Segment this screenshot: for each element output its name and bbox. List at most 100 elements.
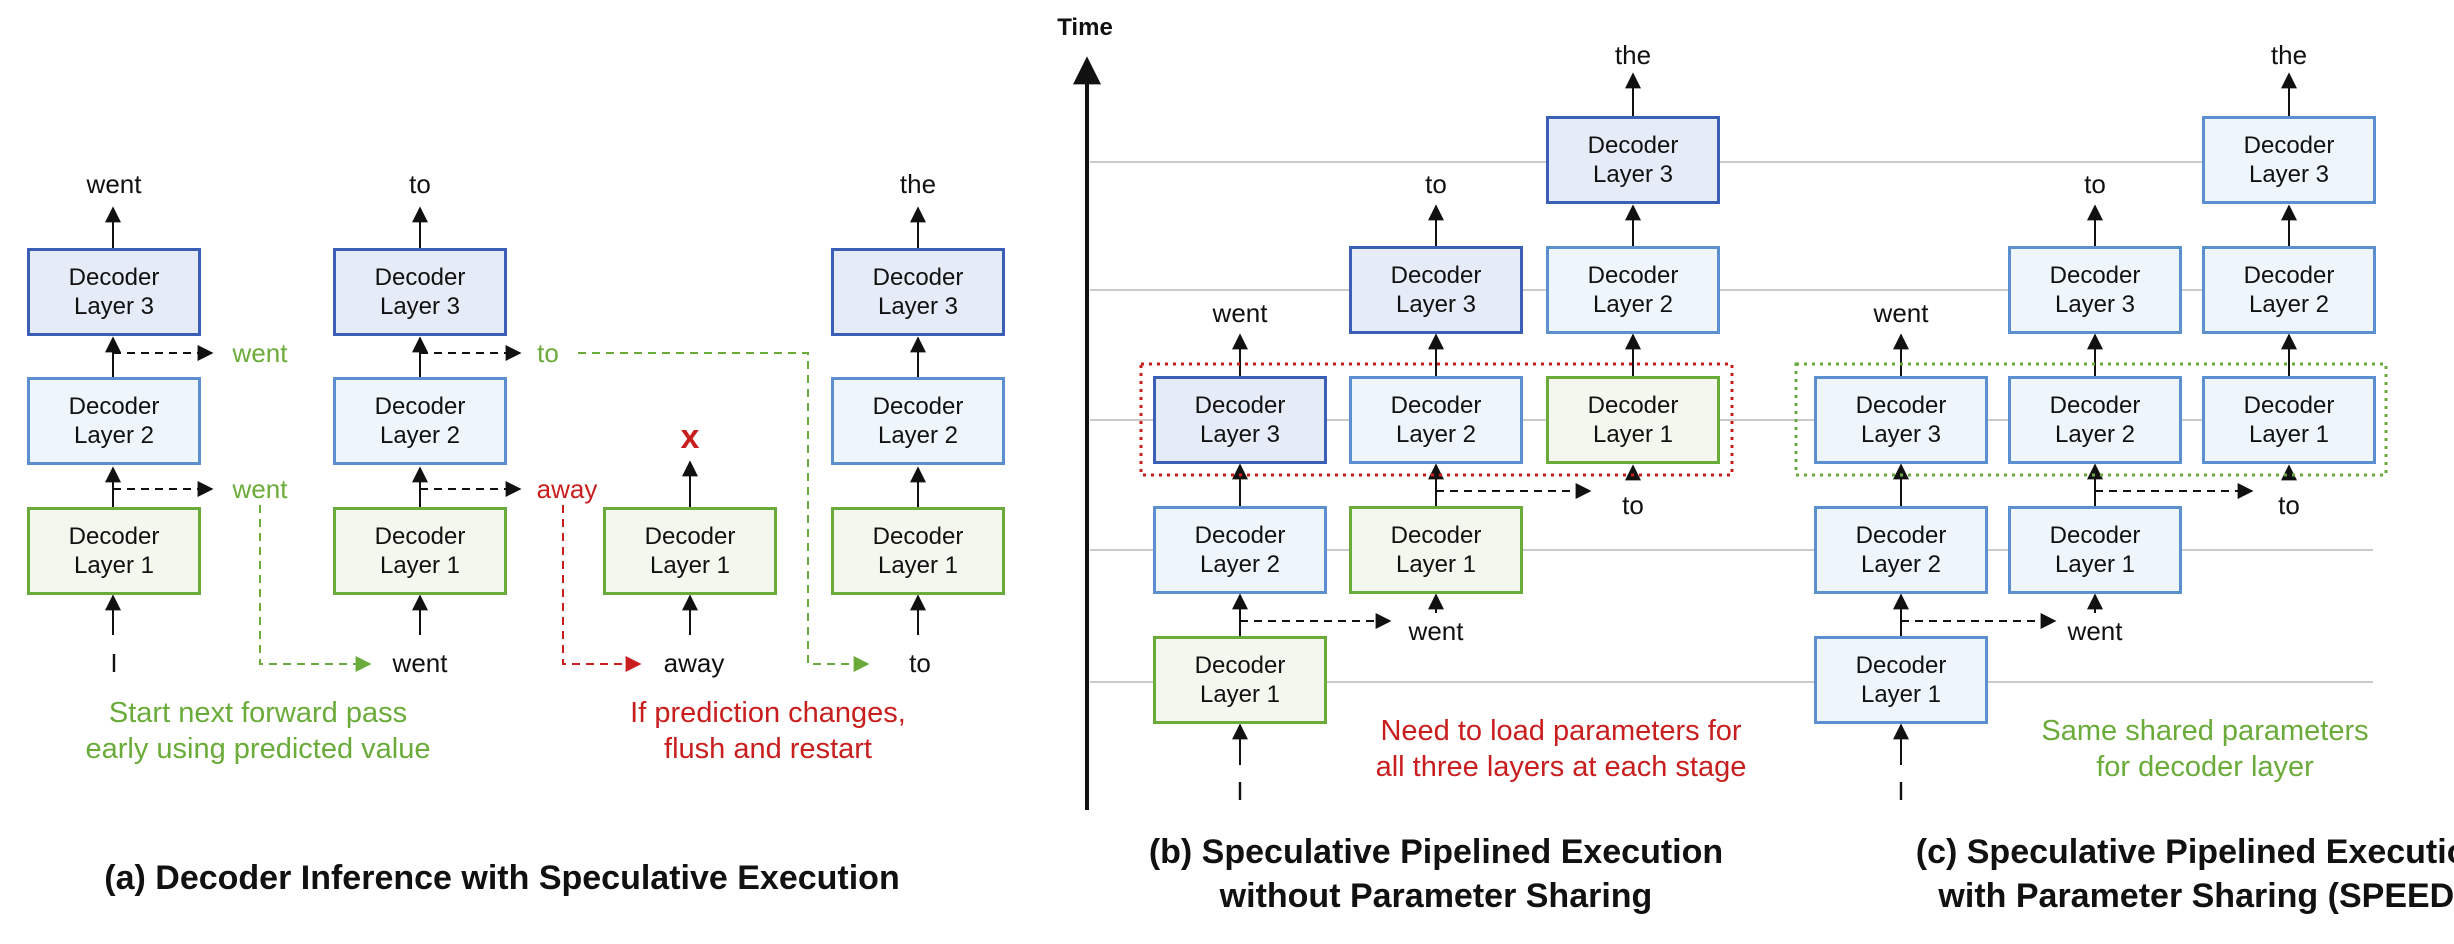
a-col3-layer1: Decoder Layer 1 bbox=[603, 507, 777, 595]
box-word: Decoder bbox=[1194, 652, 1286, 679]
time-axis-label: Time bbox=[1057, 14, 1113, 41]
b-output-the: the bbox=[1614, 40, 1652, 70]
b-stage5-layer3: Decoder Layer 3 bbox=[1546, 116, 1720, 204]
c-stage2-layer2: Decoder Layer 2 bbox=[1814, 506, 1988, 594]
c-stage1-layer1: Decoder Layer 1 bbox=[1814, 636, 1988, 724]
b-to-mid: to bbox=[1622, 490, 1644, 520]
c-went-mid: went bbox=[2067, 616, 2123, 646]
box-word: Decoder bbox=[2243, 392, 2335, 419]
box-layer: Layer 1 bbox=[73, 552, 155, 579]
box-word: Decoder bbox=[1194, 522, 1286, 549]
box-layer: Layer 2 bbox=[2054, 421, 2136, 448]
panel-a-spec-arrows bbox=[113, 345, 522, 497]
a-input-went: went bbox=[392, 648, 448, 678]
box-word: Decoder bbox=[68, 523, 160, 550]
box-layer: Layer 1 bbox=[877, 552, 959, 579]
box-word: Decoder bbox=[1855, 392, 1947, 419]
b-stage4-layer3: Decoder Layer 3 bbox=[1349, 246, 1523, 334]
c-stage3-layer2: Decoder Layer 2 bbox=[2008, 376, 2182, 464]
box-layer: Layer 1 bbox=[1860, 681, 1942, 708]
box-word: Decoder bbox=[1390, 522, 1482, 549]
a-input-i: I bbox=[110, 648, 118, 678]
box-word: Decoder bbox=[1587, 132, 1679, 159]
box-word: Decoder bbox=[1194, 392, 1286, 419]
c-note: Same shared parameters for decoder layer bbox=[2041, 715, 2369, 783]
box-layer: Layer 3 bbox=[2054, 291, 2136, 318]
box-layer: Layer 3 bbox=[73, 293, 155, 320]
box-word: Decoder bbox=[872, 393, 964, 420]
b-note: Need to load parameters for all three la… bbox=[1375, 715, 1747, 783]
a-note-red: If prediction changes, flush and restart bbox=[630, 697, 906, 765]
box-layer: Layer 2 bbox=[1860, 551, 1942, 578]
c-stage3-layer1: Decoder Layer 1 bbox=[2202, 376, 2376, 464]
a-output-to: to bbox=[409, 169, 431, 199]
b-caption: (b) Speculative Pipelined Execution with… bbox=[1148, 833, 1724, 915]
panel-b-arrows bbox=[1232, 72, 1641, 765]
c-stage4-layer3: Decoder Layer 3 bbox=[2008, 246, 2182, 334]
panel-a-arrows bbox=[105, 206, 926, 635]
b-stage3-layer3: Decoder Layer 3 bbox=[1153, 376, 1327, 464]
c-input-i: I bbox=[1897, 776, 1905, 806]
panel-c-arrows bbox=[1893, 72, 2297, 765]
panel-c-stage-highlight bbox=[1794, 362, 2388, 477]
box-layer: Layer 1 bbox=[1395, 551, 1477, 578]
b-stage1-layer1: Decoder Layer 1 bbox=[1153, 636, 1327, 724]
a-spec-to: to bbox=[537, 338, 559, 368]
box-layer: Layer 1 bbox=[649, 552, 731, 579]
a-output-went: went bbox=[86, 169, 142, 199]
a-note-green: Start next forward pass early using pred… bbox=[85, 697, 431, 765]
box-layer: Layer 1 bbox=[2248, 421, 2330, 448]
b-went-mid: went bbox=[1408, 616, 1464, 646]
b-output-to: to bbox=[1425, 169, 1447, 199]
c-output-went: went bbox=[1873, 298, 1929, 328]
a-col2-layer3: Decoder Layer 3 bbox=[333, 248, 507, 336]
box-word: Decoder bbox=[1390, 262, 1482, 289]
a-caption: (a) Decoder Inference with Speculative E… bbox=[104, 859, 900, 897]
a-col1-layer2: Decoder Layer 2 bbox=[27, 377, 201, 465]
a-col4-layer2: Decoder Layer 2 bbox=[831, 377, 1005, 465]
box-layer: Layer 2 bbox=[379, 422, 461, 449]
box-layer: Layer 3 bbox=[1860, 421, 1942, 448]
box-word: Decoder bbox=[374, 393, 466, 420]
c-stage4-layer2: Decoder Layer 2 bbox=[2202, 246, 2376, 334]
box-layer: Layer 1 bbox=[2054, 551, 2136, 578]
c-stage2-layer1: Decoder Layer 1 bbox=[2008, 506, 2182, 594]
box-word: Decoder bbox=[374, 523, 466, 550]
a-spec-went-l2: went bbox=[232, 474, 288, 504]
a-input-to: to bbox=[909, 648, 931, 678]
box-word: Decoder bbox=[68, 264, 160, 291]
a-col2-layer1: Decoder Layer 1 bbox=[333, 507, 507, 595]
c-output-to: to bbox=[2084, 169, 2106, 199]
box-layer: Layer 1 bbox=[379, 552, 461, 579]
box-word: Decoder bbox=[644, 523, 736, 550]
box-word: Decoder bbox=[2243, 132, 2335, 159]
b-stage4-layer2: Decoder Layer 2 bbox=[1546, 246, 1720, 334]
box-layer: Layer 1 bbox=[1199, 681, 1281, 708]
b-stage2-layer1: Decoder Layer 1 bbox=[1349, 506, 1523, 594]
c-output-the: the bbox=[2270, 40, 2308, 70]
box-word: Decoder bbox=[68, 393, 160, 420]
b-stage3-layer2: Decoder Layer 2 bbox=[1349, 376, 1523, 464]
box-layer: Layer 1 bbox=[1592, 421, 1674, 448]
box-word: Decoder bbox=[1587, 262, 1679, 289]
box-layer: Layer 2 bbox=[73, 422, 155, 449]
box-layer: Layer 3 bbox=[1395, 291, 1477, 318]
box-word: Decoder bbox=[2243, 262, 2335, 289]
b-stage2-layer2: Decoder Layer 2 bbox=[1153, 506, 1327, 594]
box-layer: Layer 3 bbox=[1592, 161, 1674, 188]
box-word: Decoder bbox=[872, 523, 964, 550]
c-stage3-layer3: Decoder Layer 3 bbox=[1814, 376, 1988, 464]
a-col1-layer1: Decoder Layer 1 bbox=[27, 507, 201, 595]
a-input-away: away bbox=[663, 648, 725, 678]
box-word: Decoder bbox=[1855, 522, 1947, 549]
panel-b-spec-arrows bbox=[1240, 483, 1592, 629]
a-col2-layer2: Decoder Layer 2 bbox=[333, 377, 507, 465]
panel-a-green-path bbox=[259, 352, 870, 672]
panel-c-spec-arrows bbox=[1901, 483, 2254, 629]
box-layer: Layer 3 bbox=[379, 293, 461, 320]
box-word: Decoder bbox=[2049, 392, 2141, 419]
box-layer: Layer 2 bbox=[877, 422, 959, 449]
box-word: Decoder bbox=[374, 264, 466, 291]
